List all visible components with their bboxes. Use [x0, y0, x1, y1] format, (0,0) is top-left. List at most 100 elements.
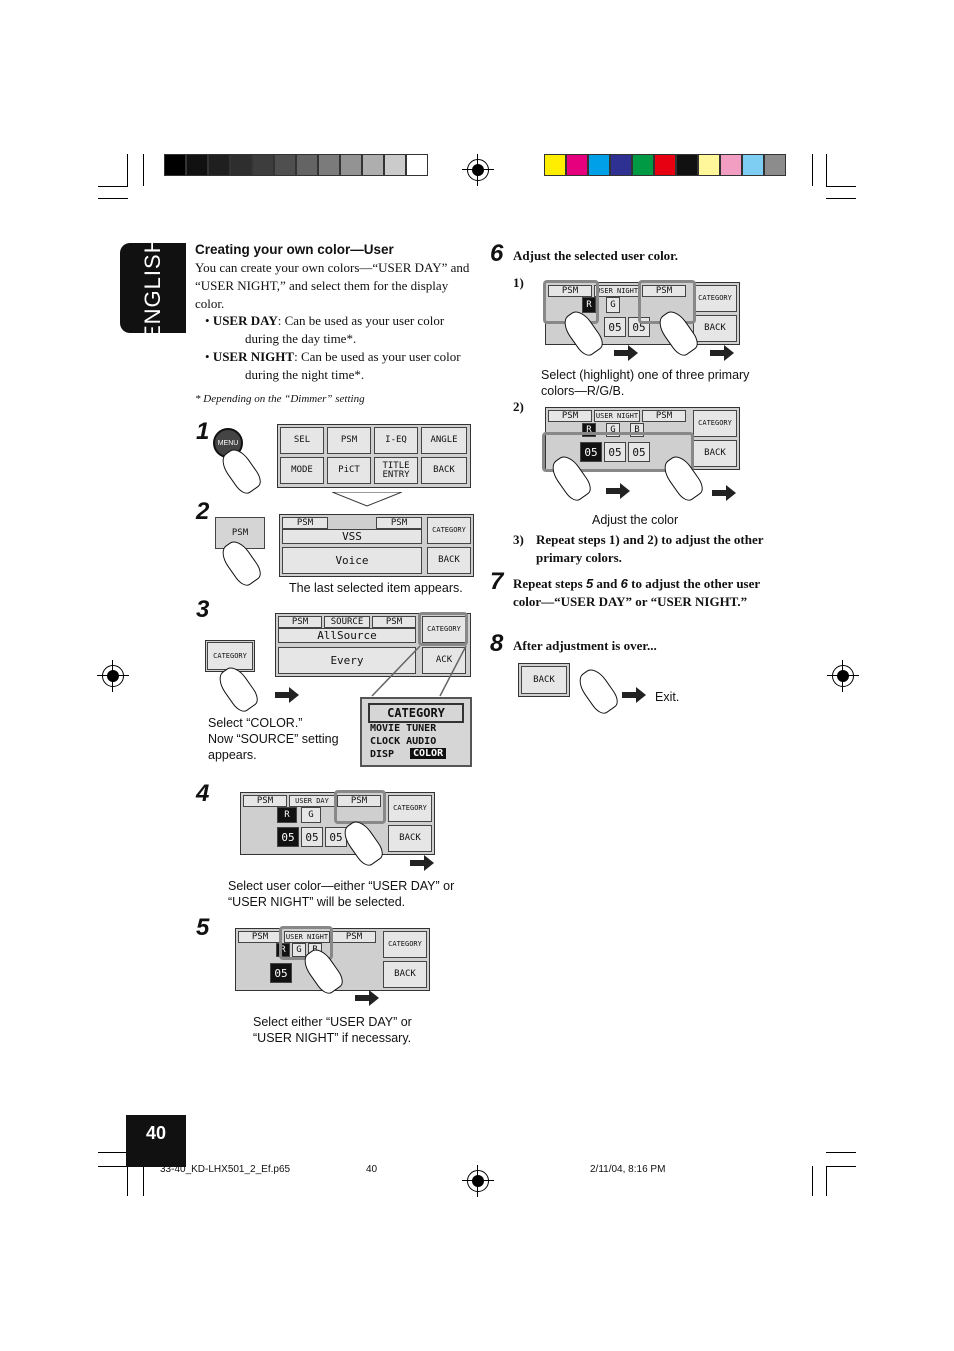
source-screen: PSM SOURCE AllSource PSM CATEGORY Every …: [275, 613, 471, 677]
step4-caption-line: Select user color—either “USER DAY” or: [228, 879, 455, 893]
psm-cell[interactable]: PSM: [282, 517, 328, 529]
green-value: 05: [301, 827, 323, 847]
psm-cell[interactable]: PSM: [332, 931, 376, 943]
psm-cell[interactable]: PSM: [642, 410, 686, 422]
crop-mark: [98, 198, 128, 199]
sub1-caption-line: colors—R/G/B.: [541, 384, 625, 398]
psm-cell[interactable]: PSM: [238, 931, 282, 943]
psm-cell[interactable]: PSM: [548, 285, 592, 297]
green-channel[interactable]: G: [301, 807, 321, 823]
right-arrow-icon: [614, 350, 628, 356]
user-night-cell[interactable]: USER NIGHT: [594, 410, 640, 422]
category-zoom-color[interactable]: COLOR: [410, 748, 447, 759]
back-cell[interactable]: BACK: [693, 440, 737, 467]
red-channel[interactable]: R: [582, 297, 596, 313]
page-number: 40: [145, 1123, 167, 1143]
crop-mark: [826, 154, 827, 186]
step7-ref: 6: [620, 576, 628, 591]
color-swatch: [186, 154, 208, 176]
psm-cell[interactable]: PSM: [376, 517, 422, 529]
menu-cell-title-entry[interactable]: TITLE ENTRY: [374, 457, 418, 484]
color-swatch: [566, 154, 588, 176]
step7-post: to adjust the other user color—“USER DAY…: [513, 576, 760, 609]
crop-mark: [812, 1166, 813, 1196]
step-number: 4: [196, 780, 210, 807]
right-arrow-icon: [275, 692, 289, 698]
bullet-text: : Can be used as your user color during …: [245, 313, 445, 346]
category-small-label: CATEGORY: [207, 642, 253, 670]
color-swatch: [384, 154, 406, 176]
color-swatch: [164, 154, 186, 176]
psm-cell[interactable]: PSM: [548, 410, 592, 422]
category-cell[interactable]: CATEGORY: [383, 931, 427, 958]
color-swatch: [610, 154, 632, 176]
category-cell[interactable]: CATEGORY: [693, 285, 737, 312]
bullet-user-day: • USER DAY: Can be used as your user col…: [195, 312, 475, 348]
color-swatch: [544, 154, 566, 176]
down-arrow-icon: [331, 491, 403, 508]
step-number: 5: [196, 914, 210, 941]
back-cell[interactable]: BACK: [693, 315, 737, 342]
category-cell[interactable]: CATEGORY: [693, 410, 737, 437]
sub1-caption-line: Select (highlight) one of three primary: [541, 368, 750, 382]
step-number: 7: [490, 568, 504, 595]
psm-cell[interactable]: PSM: [278, 616, 322, 628]
back-cell[interactable]: BACK: [388, 825, 432, 852]
menu-cell-mode[interactable]: MODE: [280, 457, 324, 484]
blue-value: 05: [628, 442, 650, 462]
category-cell[interactable]: CATEGORY: [427, 517, 471, 544]
red-value: 05: [270, 963, 292, 983]
footer-file: 33-40_KD-LHX501_2_Ef.p65: [160, 1164, 291, 1175]
psm-cell[interactable]: PSM: [642, 285, 686, 297]
green-channel[interactable]: G: [606, 297, 620, 313]
user-night-cell[interactable]: USER NIGHT: [284, 931, 330, 943]
selection-highlight: [334, 790, 386, 824]
back-button[interactable]: BACK: [521, 666, 567, 694]
user-day-cell[interactable]: USER DAY: [289, 795, 335, 807]
color-swatch: [208, 154, 230, 176]
sub-step-number: 1): [513, 275, 524, 290]
color-swatch: [274, 154, 296, 176]
psm-cell[interactable]: PSM: [243, 795, 287, 807]
color-swatch: [230, 154, 252, 176]
category-cell[interactable]: CATEGORY: [388, 795, 432, 822]
menu-cell-pict[interactable]: PiCT: [327, 457, 371, 484]
step8-text: After adjustment is over...: [513, 638, 657, 653]
color-swatch: [676, 154, 698, 176]
right-arrow-icon: [628, 345, 638, 361]
category-zoom-title: CATEGORY: [368, 703, 464, 723]
gray-color-bar: [164, 154, 428, 176]
green-channel[interactable]: G: [292, 943, 306, 957]
category-button[interactable]: CATEGORY: [205, 640, 255, 672]
footnote: * Depending on the “Dimmer” setting: [195, 393, 365, 405]
crop-mark: [98, 1166, 128, 1167]
registration-mark-icon: [97, 660, 129, 692]
psm-cell[interactable]: PSM: [372, 616, 416, 628]
selection-highlight: [418, 612, 468, 646]
menu-cell-back[interactable]: BACK: [421, 457, 467, 484]
color-swatch: [588, 154, 610, 176]
step7-mid: and: [593, 576, 621, 591]
allsource-value: AllSource: [278, 628, 416, 643]
right-arrow-icon: [369, 990, 379, 1006]
user-night-cell[interactable]: USER NIGHT: [594, 285, 640, 297]
menu-cell-sel[interactable]: SEL: [280, 427, 324, 454]
back-cell[interactable]: BACK: [427, 547, 471, 574]
psm-cell[interactable]: PSM: [337, 795, 381, 807]
menu-cell-psm[interactable]: PSM: [327, 427, 371, 454]
crop-mark: [826, 186, 856, 187]
back-cell[interactable]: BACK: [383, 961, 427, 988]
bullet-dot: •: [205, 349, 213, 364]
step7-pre: Repeat steps: [513, 576, 586, 591]
category-cell[interactable]: CATEGORY: [422, 616, 466, 643]
step-number: 8: [490, 630, 504, 657]
step7-text: Repeat steps 5 and 6 to adjust the other…: [513, 575, 763, 611]
bullet-text: : Can be used as your user color during …: [245, 349, 461, 382]
voice-value: Voice: [282, 547, 422, 574]
language-tab: ENGLISH: [120, 236, 186, 340]
process-color-bar: [544, 154, 786, 176]
step-number: 3: [196, 596, 210, 623]
menu-cell-angle[interactable]: ANGLE: [421, 427, 467, 454]
red-channel[interactable]: R: [277, 807, 297, 823]
menu-cell-ieq[interactable]: I-EQ: [374, 427, 418, 454]
